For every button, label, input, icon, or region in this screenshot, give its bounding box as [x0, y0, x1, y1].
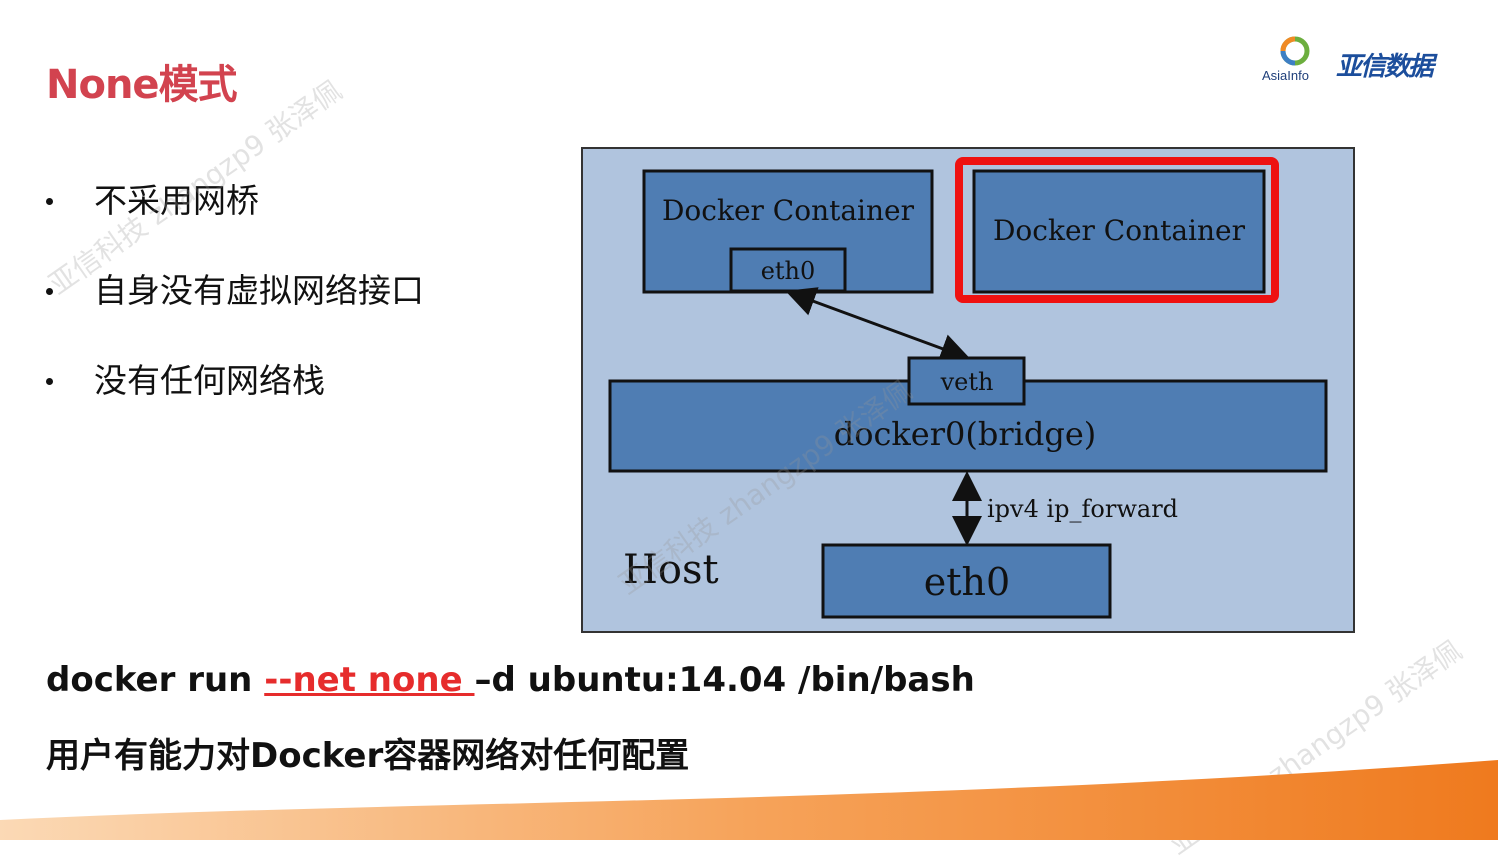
- ring-logo-icon: [1280, 36, 1310, 66]
- container-left-eth0-label: eth0: [761, 257, 816, 285]
- bullet-dot-icon: [46, 198, 53, 205]
- bullet-list: 不采用网桥 自身没有虚拟网络接口 没有任何网络栈: [40, 178, 424, 448]
- slide-title: None模式: [46, 62, 238, 108]
- bullet-item: 自身没有虚拟网络接口: [40, 268, 424, 358]
- bullet-item: 没有任何网络栈: [40, 358, 424, 448]
- bridge-label: docker0(bridge): [834, 415, 1097, 453]
- logo-chinese-text: 亚信数据: [1336, 52, 1434, 82]
- host-eth0-label: eth0: [924, 560, 1010, 604]
- bullet-item: 不采用网桥: [40, 178, 424, 268]
- network-diagram: Docker Container eth0 Docker Container v…: [581, 147, 1355, 633]
- bullet-text: 没有任何网络栈: [94, 361, 325, 400]
- host-eth0-box: [821, 543, 1112, 619]
- bullet-text: 自身没有虚拟网络接口: [94, 271, 424, 310]
- container-right-label: Docker Container: [993, 214, 1246, 247]
- container-left-eth0-box: [729, 247, 847, 293]
- container-left-label: Docker Container: [662, 194, 915, 227]
- veth-label: veth: [940, 368, 994, 396]
- veth-link-arrow: [785, 287, 971, 363]
- ip-forward-label: ipv4 ip_forward: [987, 495, 1178, 523]
- bridge-box: [608, 379, 1328, 473]
- command-suffix: –d ubuntu:14.04 /bin/bash: [474, 660, 975, 700]
- bullet-dot-icon: [46, 378, 53, 385]
- host-label: Host: [623, 547, 719, 593]
- command-highlight: --net none: [264, 660, 475, 700]
- company-logo: AsiaInfo 亚信数据: [1260, 34, 1460, 90]
- container-right-highlight: [955, 157, 1279, 303]
- config-caption: 用户有能力对Docker容器网络对任何配置: [46, 736, 690, 776]
- command-prefix: docker run: [46, 660, 265, 700]
- container-right-box: [972, 169, 1266, 294]
- footer-wave: [0, 760, 1498, 840]
- docker-command: docker run --net none –d ubuntu:14.04 /b…: [46, 660, 975, 700]
- bullet-text: 不采用网桥: [94, 181, 259, 220]
- veth-box: [907, 356, 1026, 406]
- logo-english-text: AsiaInfo: [1262, 68, 1309, 83]
- bullet-dot-icon: [46, 288, 53, 295]
